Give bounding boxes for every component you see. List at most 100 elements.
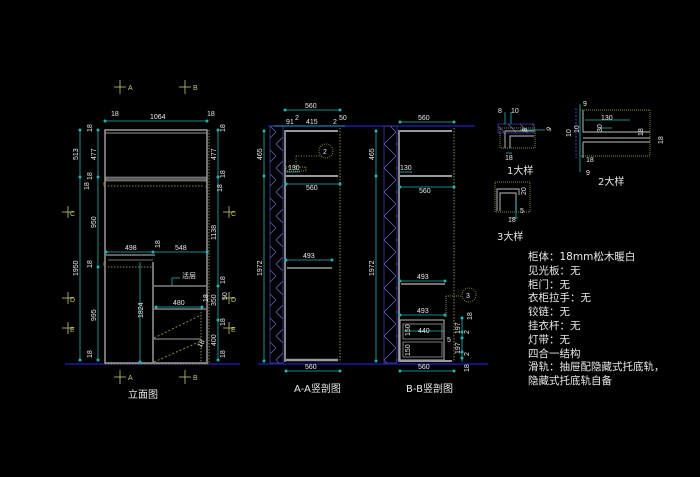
dim-top-left-panel: 18	[111, 111, 119, 118]
dim-mid-divider: 18	[155, 240, 162, 248]
top-shelf	[105, 176, 207, 182]
dim-left-panel-2: 18	[87, 172, 94, 180]
dim-left-panel-1: 18	[87, 124, 94, 132]
note-visible-panel: 见光板：无	[528, 264, 581, 277]
cabinet-outline	[104, 129, 208, 364]
dim-right-low-5: 18	[220, 350, 227, 358]
section-mark-d-left: D	[70, 297, 75, 304]
dim-c: 8	[522, 128, 529, 132]
dim-t2: 18	[658, 136, 665, 144]
section-mark-e-right: E	[231, 327, 236, 334]
dim-door-height: 1824	[138, 302, 145, 318]
dim-r3: 2	[464, 330, 471, 334]
dim-inner: 415	[306, 119, 318, 126]
label-adjustable-shelf: 活层	[182, 271, 196, 280]
dim-drawer-panel: 18	[203, 294, 210, 302]
wall-hatch	[269, 125, 284, 364]
elevation-title: 立面图	[128, 388, 158, 401]
section-marks	[62, 80, 235, 384]
dim-shelf-setback: 130	[288, 165, 300, 172]
dim-right-panel-4: 18	[220, 276, 227, 284]
dim-rod-depth-1: 493	[417, 274, 429, 281]
drawer-diag-1	[153, 315, 200, 339]
dim-left-inner-top: 477	[91, 148, 98, 160]
dim-drawer-h2: 150	[405, 344, 412, 356]
detail-2: 9 130 30 10 10 18 18 18 9 2大样	[566, 101, 665, 188]
detail-callout-circle	[461, 287, 477, 303]
section-mark-e-left: E	[70, 327, 75, 334]
elevation-dimension-lines	[79, 120, 219, 362]
dim-t1: 18	[638, 128, 645, 136]
dim-r5: 2	[464, 352, 471, 356]
elevation-view: ( ) (	[62, 80, 240, 401]
dim-left-panel-5: 18	[87, 350, 94, 358]
dim-right-panel-2: 18	[220, 170, 227, 178]
dim-r6: 18	[464, 364, 471, 372]
dim-b2: 9	[586, 170, 590, 177]
detail-callout-number: 2	[323, 149, 327, 156]
note-handle: 衣柜拉手：无	[528, 292, 591, 305]
section-bb-view: 3 560 465 130 560 1972	[360, 115, 488, 395]
dim-right-low-3: 18	[220, 318, 227, 326]
dim-w2: 30	[597, 124, 604, 132]
dim-c: 18	[508, 217, 516, 224]
dim-top-right-panel: 18	[207, 111, 215, 118]
section-mark-a-bottom: A	[128, 375, 133, 382]
dim-shelf-setback: 130	[400, 165, 412, 172]
detail-frame	[494, 181, 531, 213]
detail-1-title: 1大样	[507, 164, 533, 177]
dim-b1: 18	[586, 157, 594, 164]
dim-b: 5	[520, 208, 524, 215]
dim-e: 18	[505, 155, 513, 162]
dim-drawer-front: 18	[197, 339, 207, 349]
section-bb-dimension-ticks	[374, 120, 464, 373]
section-aa-dimension-lines	[263, 109, 345, 372]
dim-wall-gap: 91	[286, 119, 294, 126]
dim-w: 130	[601, 115, 613, 122]
detail-3-title: 3大样	[497, 230, 523, 243]
dim-right-inner-bottom: 1138	[211, 225, 218, 240]
dim-top: 9	[583, 101, 587, 108]
dim-drawer-h1: 150	[405, 324, 412, 336]
dim-left-panel-4: 18	[87, 260, 94, 268]
dim-r2: 197	[455, 322, 462, 334]
dim-upper-height: 465	[369, 148, 376, 160]
pin-icon: (	[103, 261, 106, 268]
detail-2-title: 2大样	[598, 175, 624, 188]
detail-1: 8 10 8 9 18 1大样	[497, 108, 554, 177]
detail-3: 20 5 18 3大样	[494, 181, 531, 243]
dim-top-width: 1064	[150, 114, 166, 121]
section-mark-a-top: A	[128, 85, 133, 92]
dim-top-depth: 560	[305, 103, 317, 110]
note-hanging-rod: 挂衣杆：无	[528, 319, 581, 332]
drawer-diag-2	[153, 341, 200, 363]
elevation-dimension-ticks	[78, 119, 220, 364]
section-mark-d-right: D	[231, 297, 236, 304]
dim-right-low-1: 350	[211, 294, 218, 306]
section-aa-view: 2 560 91 2 415 2 50 465 130 560 1972 493	[257, 103, 360, 395]
dim-left-outer-bottom: 1950	[73, 260, 80, 276]
dim-a: 20	[521, 187, 528, 195]
dim-drawer-gap: 5	[447, 337, 451, 344]
dim-upper-height: 465	[257, 148, 264, 160]
dim-top-depth: 560	[418, 115, 430, 122]
dim-right-inner-top: 477	[211, 148, 218, 160]
pin-icon: (	[103, 181, 106, 188]
note-light-strip: 灯带：无	[528, 333, 570, 346]
dim-left-panel-3: 18	[84, 182, 91, 190]
dim-left-inner-mid: 950	[91, 216, 98, 228]
dim-rod-depth-2: 493	[417, 308, 429, 315]
dim-l1: 10	[574, 125, 581, 133]
section-mark-b-bottom: B	[193, 375, 198, 382]
dim-total-height: 1972	[257, 260, 264, 276]
dim-drawer-width: 480	[173, 300, 185, 307]
dim-left-outer-top: 513	[73, 148, 80, 160]
dim-rod-depth: 493	[303, 253, 315, 260]
note-slide-rail-2: 隐藏式托底轨自备	[528, 375, 612, 388]
section-mark-c-left: C	[70, 211, 75, 218]
dim-right-panel-1: 18	[220, 124, 227, 132]
dim-shelf-depth: 560	[306, 185, 318, 192]
dim-drawer-depth: 440	[418, 328, 430, 335]
section-bb-title: B-B竖剖图	[406, 382, 453, 395]
